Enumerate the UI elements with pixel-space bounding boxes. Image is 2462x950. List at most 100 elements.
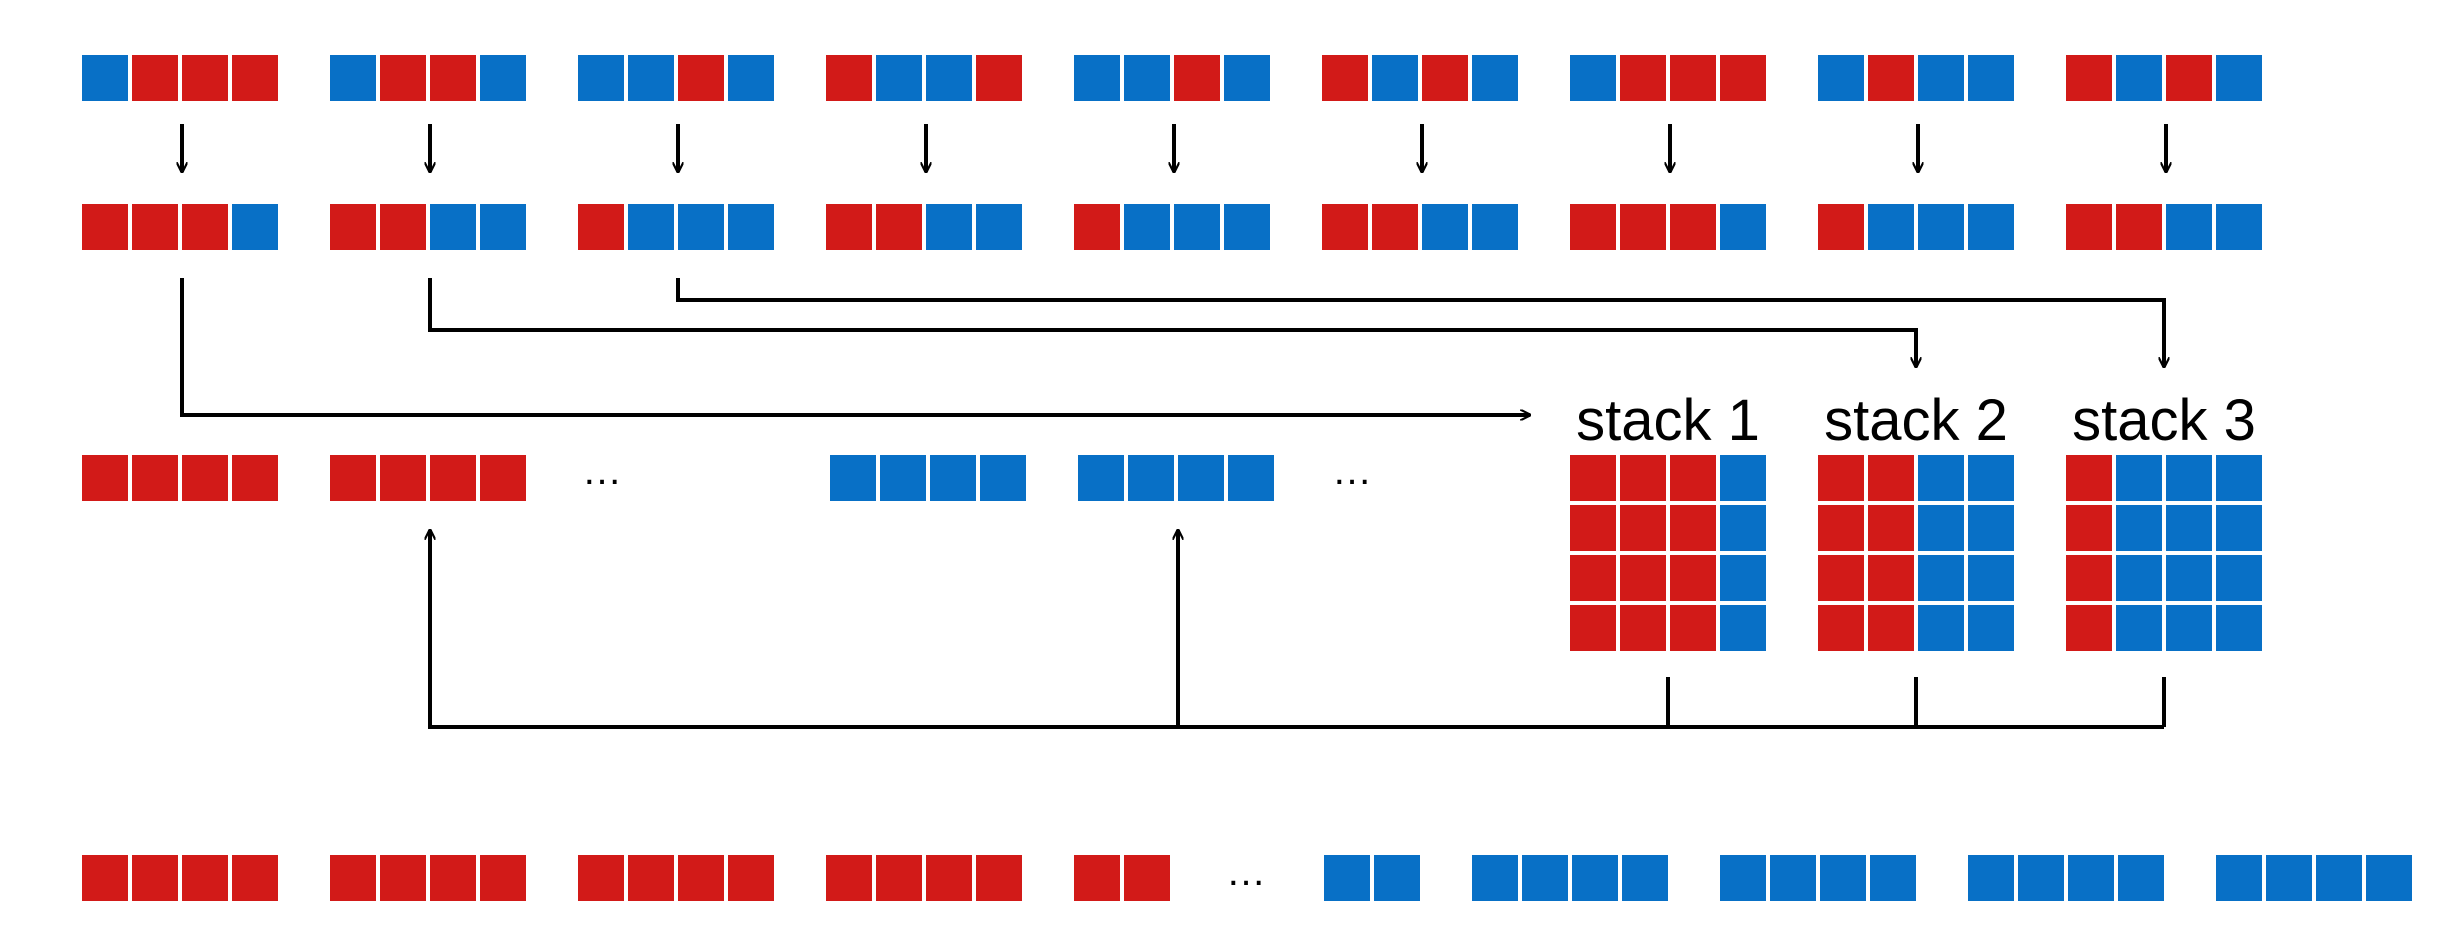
blue-cell (926, 55, 972, 101)
red-cell (1570, 204, 1616, 250)
blue-cell (628, 204, 674, 250)
red-cell (976, 55, 1022, 101)
blue-cell (876, 55, 922, 101)
input-group (1570, 55, 1766, 101)
stack-row (1818, 455, 2014, 501)
red-cell (1620, 605, 1666, 651)
input-group (1818, 55, 2014, 101)
blue-cell (2316, 855, 2362, 901)
blue-cell (2216, 605, 2262, 651)
sorted-group (330, 204, 526, 250)
red-cell (232, 55, 278, 101)
blue-cell (1472, 55, 1518, 101)
ellipsis: … (582, 449, 622, 493)
blue-cell (2118, 855, 2164, 901)
red-cell (82, 455, 128, 501)
blue-cell (1968, 855, 2014, 901)
red-cell (1818, 455, 1864, 501)
blue-cell (1820, 855, 1866, 901)
blue-cell (2166, 505, 2212, 551)
red-cell (380, 55, 426, 101)
stack-row (2066, 455, 2262, 501)
input-group (330, 55, 526, 101)
blue-cell (578, 55, 624, 101)
red-cell (2166, 55, 2212, 101)
connector-to-stack-3 (676, 278, 2164, 367)
red-cell (480, 855, 526, 901)
blue-cell (1224, 204, 1270, 250)
red-cell (1074, 204, 1120, 250)
blue-cell (1918, 605, 1964, 651)
blue-cell (1472, 204, 1518, 250)
blue-cell (980, 455, 1026, 501)
blue-cell (1720, 855, 1766, 901)
blue-cell (1622, 855, 1668, 901)
blue-cell (330, 55, 376, 101)
blue-cell (926, 204, 972, 250)
stack-label: stack 2 (1824, 388, 2008, 453)
ellipsis: … (1332, 449, 1372, 493)
blue-cell (1178, 455, 1224, 501)
bottom-group (826, 855, 1022, 901)
bottom-group (330, 855, 526, 901)
blue-cell (2116, 55, 2162, 101)
red-cell (232, 455, 278, 501)
blue-cell (430, 204, 476, 250)
red-cell (1570, 505, 1616, 551)
stack-row (1570, 505, 1766, 551)
blue-cell (1720, 204, 1766, 250)
red-cell (976, 855, 1022, 901)
bottom-group (1720, 855, 1916, 901)
red-cell (1818, 555, 1864, 601)
bottom-group (578, 855, 774, 901)
red-cell (2116, 204, 2162, 250)
red-cell (82, 204, 128, 250)
red-cell (1372, 204, 1418, 250)
red-cell (132, 855, 178, 901)
red-cell (1174, 55, 1220, 101)
blue-cell (1968, 455, 2014, 501)
blue-cell (232, 204, 278, 250)
red-cell (1124, 855, 1170, 901)
blue-cell (1078, 455, 1124, 501)
blue-cell (1818, 55, 1864, 101)
blue-cell (728, 204, 774, 250)
red-cell (132, 455, 178, 501)
red-cell (1868, 505, 1914, 551)
red-cell (1868, 555, 1914, 601)
red-cell (430, 855, 476, 901)
red-cell (1670, 204, 1716, 250)
bottom-group (82, 855, 278, 901)
red-cell (1868, 55, 1914, 101)
middle-row: …… (82, 449, 1372, 501)
red-cell (2066, 455, 2112, 501)
blue-cell (2216, 455, 2262, 501)
blue-cell (2166, 455, 2212, 501)
red-cell (578, 855, 624, 901)
red-cell (330, 204, 376, 250)
stack-2: stack 2 (1818, 388, 2014, 651)
red-cell (728, 855, 774, 901)
red-cell (330, 455, 376, 501)
middle-group (82, 455, 278, 501)
ellipsis: … (1226, 850, 1266, 894)
blue-cell (1918, 505, 1964, 551)
blue-cell (2216, 855, 2262, 901)
red-cell (380, 855, 426, 901)
blue-cell (2018, 855, 2064, 901)
red-cell (2066, 605, 2112, 651)
red-cell (678, 55, 724, 101)
red-cell (1422, 55, 1468, 101)
blue-cell (1770, 855, 1816, 901)
blue-cell (976, 204, 1022, 250)
blue-cell (1224, 55, 1270, 101)
red-cell (876, 204, 922, 250)
stack-label: stack 1 (1576, 388, 1760, 453)
bottom-row: … (82, 850, 2412, 901)
red-cell (2066, 505, 2112, 551)
stack-row (1570, 555, 1766, 601)
middle-group (1078, 455, 1274, 501)
input-group (82, 55, 278, 101)
red-cell (1720, 55, 1766, 101)
blue-cell (1074, 55, 1120, 101)
